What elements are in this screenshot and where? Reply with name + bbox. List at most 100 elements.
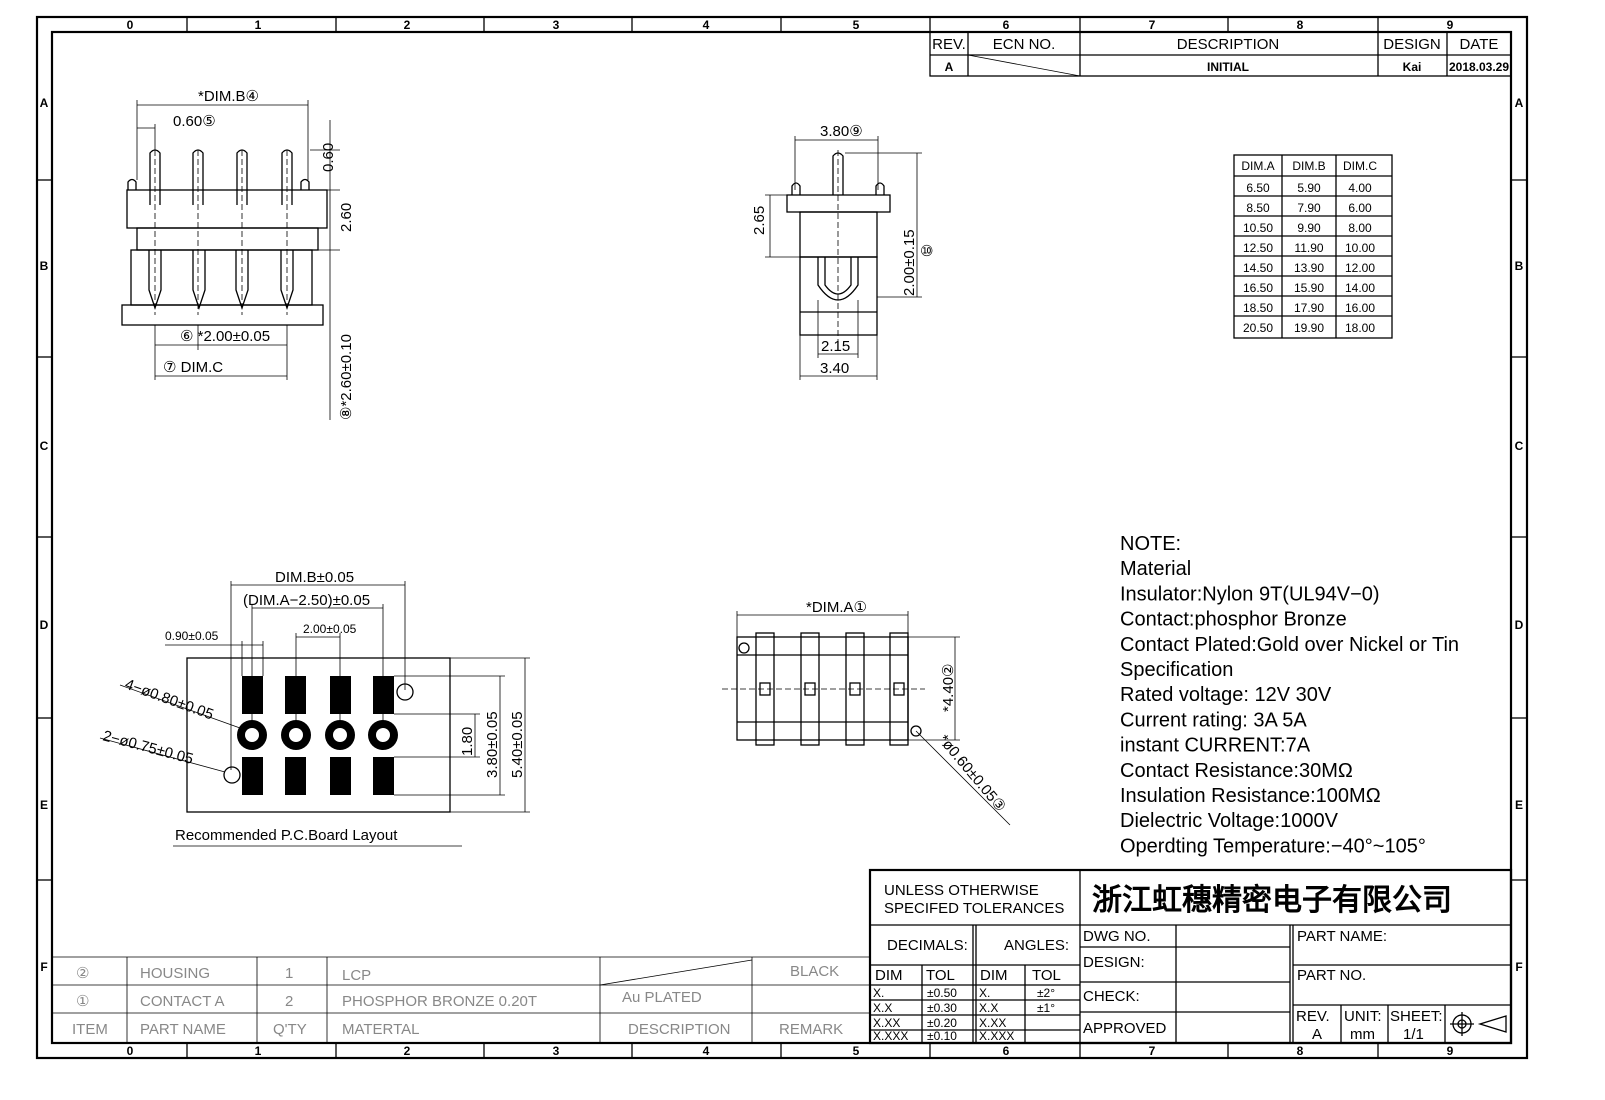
- angle-dim: X.X: [979, 1001, 998, 1015]
- peg-diameter-label: *ø0.60±0.05③: [935, 732, 1009, 816]
- decimal-tol-header: TOL: [926, 967, 955, 984]
- dim-table-cell: 17.90: [1294, 301, 1324, 315]
- dim-table-cell: 4.00: [1348, 181, 1372, 195]
- col-label: 9: [1447, 18, 1454, 32]
- dim-table-cell: 12.50: [1243, 241, 1273, 255]
- row-label: F: [1515, 960, 1522, 974]
- dim-table-cell: 8.00: [1348, 221, 1372, 235]
- dim-table-header: DIM.C: [1343, 159, 1377, 173]
- decimal-dim: X.XX: [873, 1016, 900, 1030]
- note-line: Insulator:Nylon 9T(UL94V−0): [1120, 583, 1380, 605]
- bom-part: HOUSING: [140, 965, 210, 982]
- bom-material: PHOSPHOR BRONZE 0.20T: [342, 993, 537, 1010]
- design-header: DESIGN: [1383, 36, 1441, 53]
- angle-dim-header: DIM: [980, 967, 1008, 984]
- pitch-label: 0.60⑤: [173, 113, 216, 130]
- design-value: Kai: [1403, 60, 1422, 74]
- dim-table-header: DIM.B: [1292, 159, 1325, 173]
- tolerance-heading-2: SPECIFED TOLERANCES: [884, 900, 1064, 917]
- body-height-label: 2.65: [751, 206, 768, 235]
- col-label: 1: [255, 1044, 262, 1058]
- angle-tol: ±1°: [1037, 1001, 1055, 1015]
- row-label: D: [40, 618, 49, 632]
- col-label: 6: [1003, 1044, 1010, 1058]
- col-label: 9: [1447, 1044, 1454, 1058]
- bom-material: LCP: [342, 967, 371, 984]
- width-label: 3.80⑨: [820, 123, 863, 140]
- decimals-label: DECIMALS:: [887, 937, 968, 954]
- decimal-tol: ±0.10: [927, 1029, 957, 1043]
- dim-table-cell: 18.00: [1345, 321, 1375, 335]
- row-label: F: [40, 960, 47, 974]
- col-label: 3: [553, 1044, 560, 1058]
- ecn-header: ECN NO.: [993, 36, 1056, 53]
- dim-b-label: *DIM.B④: [198, 88, 259, 105]
- ref-10: ⑩: [920, 243, 933, 260]
- row-label: B: [1515, 259, 1524, 273]
- bom-item: ②: [76, 965, 89, 982]
- description-value: INITIAL: [1207, 60, 1249, 74]
- rev-value: A: [1312, 1026, 1322, 1043]
- row-label: A: [40, 96, 49, 110]
- col-label: 5: [853, 18, 860, 32]
- decimal-tol: ±0.50: [927, 986, 957, 1000]
- row-label: B: [40, 259, 49, 273]
- col-label: 6: [1003, 18, 1010, 32]
- dim-table-cell: 19.90: [1294, 321, 1324, 335]
- front-view: *DIM.B④ 0.60⑤ 0.60 2.60 ⑥ *2.00±0.05 ⑦ D…: [121, 88, 355, 420]
- angle-tol: ±2°: [1037, 986, 1055, 1000]
- dim-table-cell: 5.90: [1297, 181, 1321, 195]
- description-header: DESCRIPTION: [1177, 36, 1280, 53]
- dim-table-cell: 18.50: [1243, 301, 1273, 315]
- row-label: C: [40, 439, 49, 453]
- date-value: 2018.03.29: [1449, 60, 1509, 74]
- part-no-label: PART NO.: [1297, 967, 1366, 984]
- angle-dim: X.XXX: [979, 1029, 1014, 1043]
- bottom-dim-a-label: *DIM.A①: [806, 599, 867, 616]
- side-view: 3.80⑨ 2.65 2.00±0.15 ⑩ 2.15 3.40: [751, 123, 933, 380]
- angle-dim: X.: [979, 986, 990, 1000]
- col-label: 8: [1297, 1044, 1304, 1058]
- row-label: E: [40, 798, 48, 812]
- housing-height-label: 2.60: [338, 203, 355, 232]
- decimal-dim-header: DIM: [875, 967, 903, 984]
- col-label: 8: [1297, 18, 1304, 32]
- col-label: 1: [255, 18, 262, 32]
- dim-c-label: ⑦ DIM.C: [163, 359, 223, 376]
- dim-table-cell: 10.50: [1243, 221, 1273, 235]
- dim-table-cell: 6.50: [1246, 181, 1270, 195]
- base-width-label: 3.40: [820, 360, 849, 377]
- dwg-no-label: DWG NO.: [1083, 928, 1151, 945]
- bom-item: ①: [76, 993, 89, 1010]
- dim-table-cell: 11.90: [1294, 241, 1323, 255]
- row-label: D: [1515, 618, 1524, 632]
- note-line: Insulation Resistance:100MΩ: [1120, 785, 1381, 807]
- bottom-view: *DIM.A① *4.40② *ø0.60±0.05③: [722, 599, 1011, 826]
- drawing-frame: 0 1 2 3 4 5 6 7 8 9 0 1 2 3 4 5 6 7 8 9 …: [35, 15, 1529, 1060]
- bom-header-part: PART NAME: [140, 1021, 226, 1038]
- col-label: 2: [404, 18, 411, 32]
- col-label: 3: [553, 18, 560, 32]
- dim-table-cell: 14.00: [1345, 281, 1375, 295]
- row-label: C: [1515, 439, 1524, 453]
- hole-080-label: 4−ø0.80±0.05: [123, 676, 216, 724]
- check-label: CHECK:: [1083, 988, 1140, 1005]
- rev-header: REV.: [932, 36, 966, 53]
- col-label: 2: [404, 1044, 411, 1058]
- dim-table-cell: 20.50: [1243, 321, 1273, 335]
- decimal-tol: ±0.20: [927, 1016, 957, 1030]
- bom-header-description: DESCRIPTION: [628, 1021, 731, 1038]
- dim-table-cell: 12.00: [1345, 261, 1375, 275]
- title-block: UNLESS OTHERWISE SPECIFED TOLERANCES DEC…: [868, 868, 1513, 1045]
- bill-of-materials: ② HOUSING 1 LCP BLACK ① CONTACT A 2 PHOS…: [52, 956, 870, 1043]
- pcb-caption: Recommended P.C.Board Layout: [175, 827, 398, 844]
- angles-label: ANGLES:: [1004, 937, 1069, 954]
- note-line: Contact Plated:Gold over Nickel or Tin: [1120, 634, 1459, 656]
- col-label: 7: [1149, 1044, 1156, 1058]
- hole-075-label: 2−ø0.75±0.05: [101, 727, 195, 767]
- pcb-dim-b-label: DIM.B±0.05: [275, 569, 354, 586]
- height-440-label: *4.40②: [940, 664, 957, 712]
- note-line: Material: [1120, 558, 1191, 580]
